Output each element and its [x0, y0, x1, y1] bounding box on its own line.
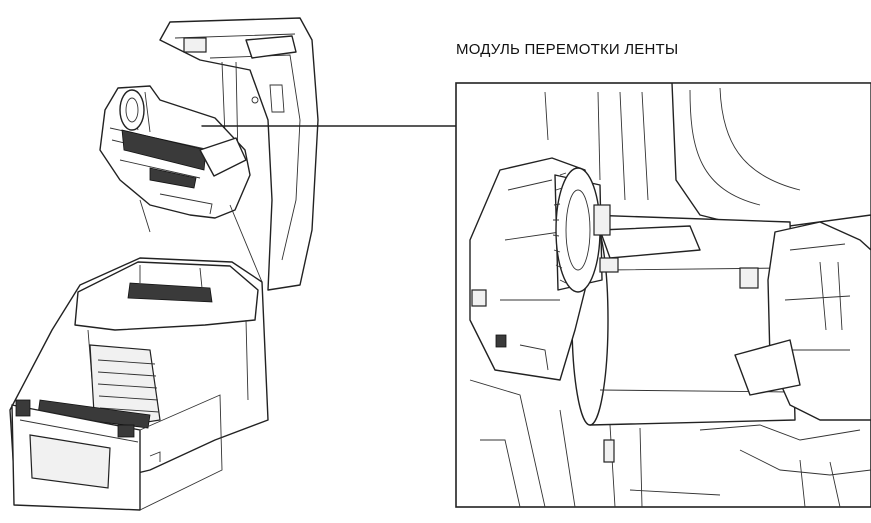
ribbon-rewind-module-detail — [469, 83, 871, 507]
printer-illustration — [9, 17, 319, 511]
callout-label: МОДУЛЬ ПЕРЕМОТКИ ЛЕНТЫ — [456, 41, 679, 58]
printer-cover — [159, 17, 319, 291]
right-bracket — [767, 221, 871, 421]
